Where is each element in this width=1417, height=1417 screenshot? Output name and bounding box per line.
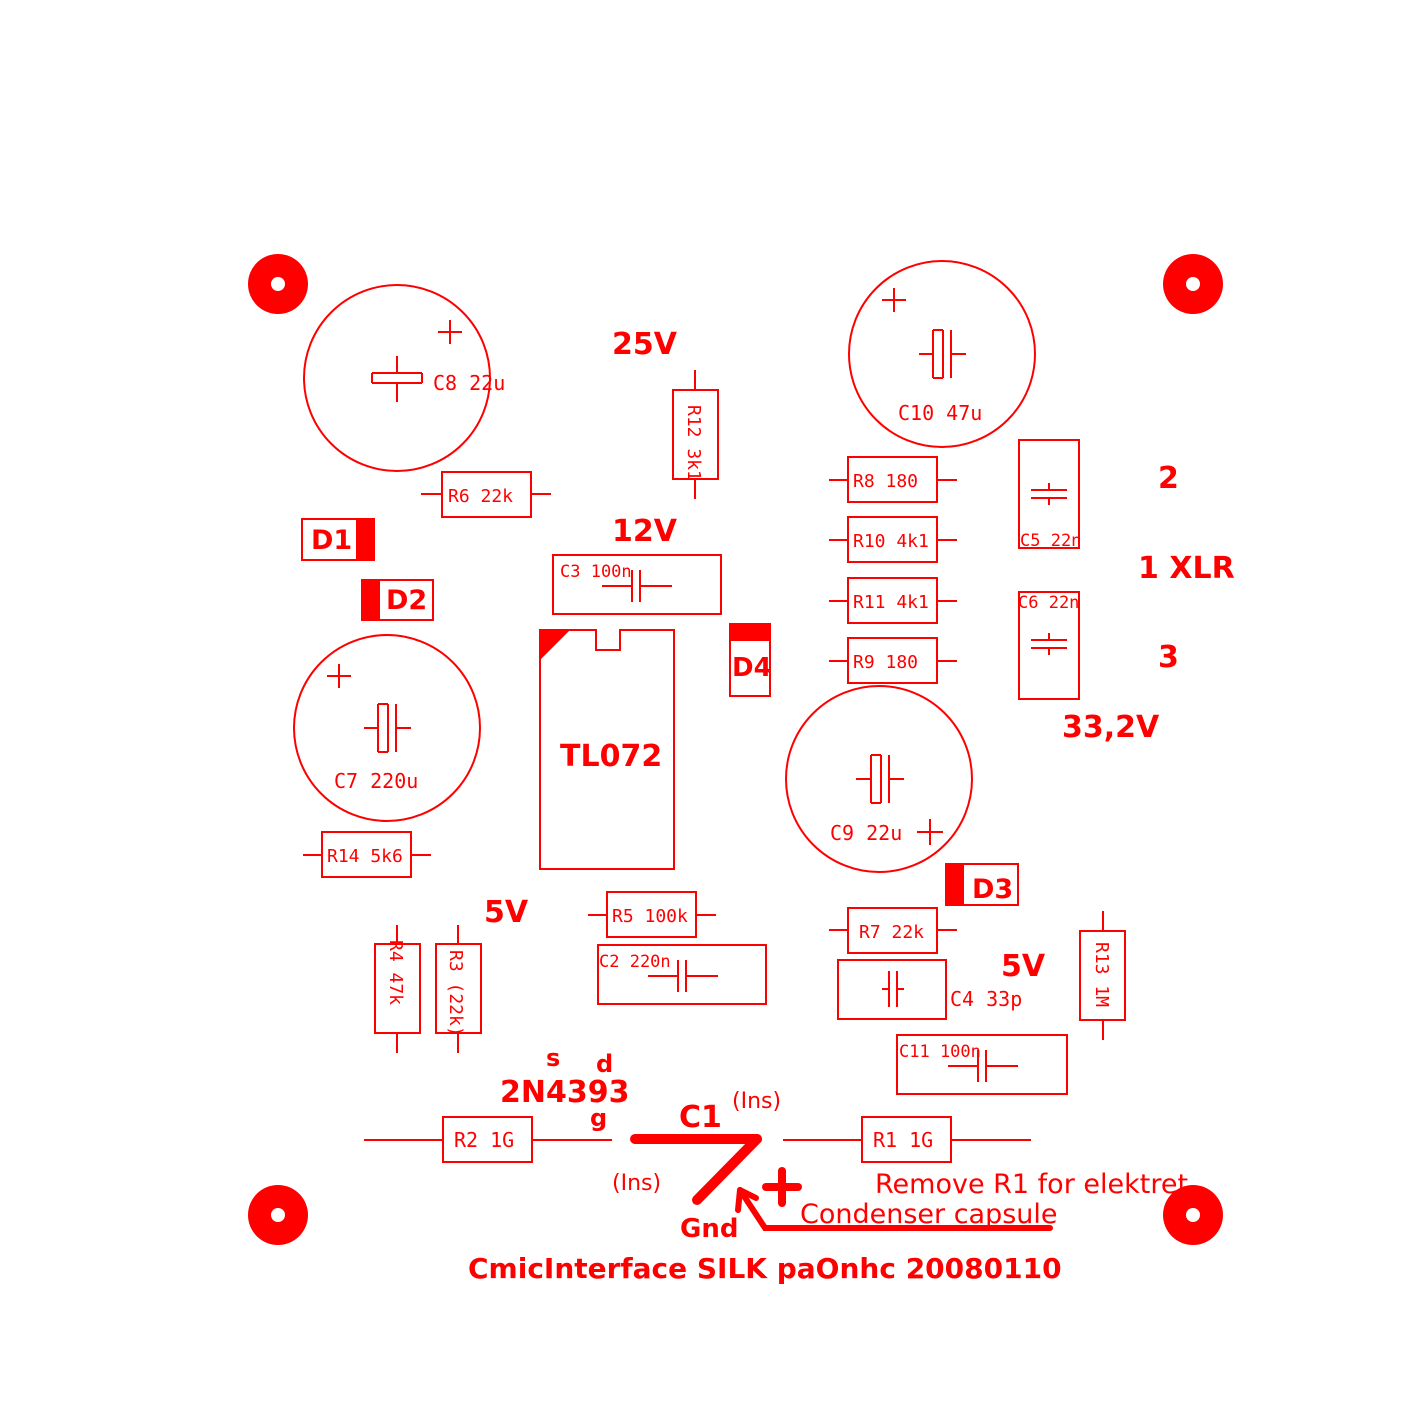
c4-label: C4 33p [950,987,1022,1011]
d3-label: D3 [972,874,1013,905]
r11-label: R11 4k1 [853,592,929,613]
c6-label: C6 22n [1018,593,1079,613]
capacitor-c2: C2 220n [597,944,767,1005]
r14-label: R14 5k6 [327,846,403,867]
capacitor-c6: C6 22n [1018,591,1080,700]
c8-label: C8 22u [433,371,505,395]
r12-label: R12 3k1 [683,405,704,481]
resistor-r3: R3 (22k) [435,925,482,1053]
c10-label: C10 47u [898,401,982,425]
capacitor-c8: C8 22u [303,284,505,472]
d1-label: D1 [311,525,352,556]
voltage-25v: 25V [612,327,678,362]
capsule-ins-left: (Ins) [612,1171,661,1196]
resistor-r2: R2 1G [364,1116,612,1163]
capacitor-c4: C4 33p [837,959,1022,1020]
resistor-r12: R12 3k1 [672,370,719,499]
r8-label: R8 180 [853,471,918,492]
c5-label: C5 22n [1020,531,1081,551]
r1-label: R1 1G [873,1128,933,1152]
capsule-gnd: Gnd [680,1214,738,1244]
r4-label: R4 47k [385,940,406,1005]
resistor-r9: R9 180 [829,637,957,684]
resistor-r7: R7 22k [829,907,957,954]
voltage-33v: 33,2V [1062,710,1160,745]
capacitor-c11: C11 100n [896,1034,1068,1095]
r7-label: R7 22k [859,922,924,943]
diode-d3: D3 [945,863,1019,906]
resistor-r14: R14 5k6 [303,831,431,878]
diode-d4: D4 [729,623,772,697]
resistor-r4: R4 47k [374,925,421,1053]
resistor-r6: R6 22k [421,471,551,518]
voltage-12v: 12V [612,514,678,549]
note-remove-r1: Remove R1 for elektret [875,1169,1188,1200]
d4-label: D4 [732,653,772,683]
c11-label: C11 100n [899,1042,981,1062]
ic-label: TL072 [560,739,662,774]
note-condenser-capsule: Condenser capsule [800,1199,1058,1230]
board-footer: CmicInterface SILK paOnhc 20080110 [468,1252,1062,1285]
jfet-drain: d [596,1050,613,1078]
c9-label: C9 22u [830,821,902,845]
resistor-r8: R8 180 [829,456,957,503]
resistor-r5: R5 100k [588,891,716,938]
resistor-r13: R13 1M [1079,911,1126,1040]
diode-d2: D2 [361,579,434,621]
r9-label: R9 180 [853,652,918,673]
xlr-pin-3: 3 [1158,640,1179,675]
jfet-gate: g [590,1104,607,1132]
resistor-r11: R11 4k1 [829,577,957,624]
diode-d1: D1 [301,518,375,561]
c3-label: C3 100n [560,562,632,582]
r6-label: R6 22k [448,486,513,507]
capacitor-c9: C9 22u [785,685,973,873]
r3-label: R3 (22k) [445,950,466,1037]
jfet-source: s [546,1044,560,1072]
xlr-pin-1: 1 XLR [1138,551,1235,586]
c7-label: C7 220u [334,769,418,793]
r2-label: R2 1G [454,1128,514,1152]
jfet-part: 2N4393 [500,1075,629,1110]
r10-label: R10 4k1 [853,531,929,552]
d2-label: D2 [386,585,427,616]
ic-tl072: TL072 [539,629,675,870]
resistor-r1: R1 1G [783,1116,1031,1163]
capsule-connector [630,1134,1053,1231]
capacitor-c10: C10 47u [848,260,1036,448]
capacitor-c3: C3 100n [552,554,722,615]
xlr-pin-2: 2 [1158,461,1179,496]
capsule-c1: C1 [679,1100,722,1135]
mounting-holes [248,254,1223,1245]
c2-label: C2 220n [599,952,671,972]
capsule-ins-right: (Ins) [732,1089,781,1114]
voltage-5v-left: 5V [484,895,529,930]
r13-label: R13 1M [1091,942,1112,1007]
r5-label: R5 100k [612,906,688,927]
capacitor-c7: C7 220u [293,634,481,822]
voltage-5v-right: 5V [1001,949,1046,984]
capacitor-c5: C5 22n [1018,439,1081,551]
resistor-r10: R10 4k1 [829,516,957,563]
